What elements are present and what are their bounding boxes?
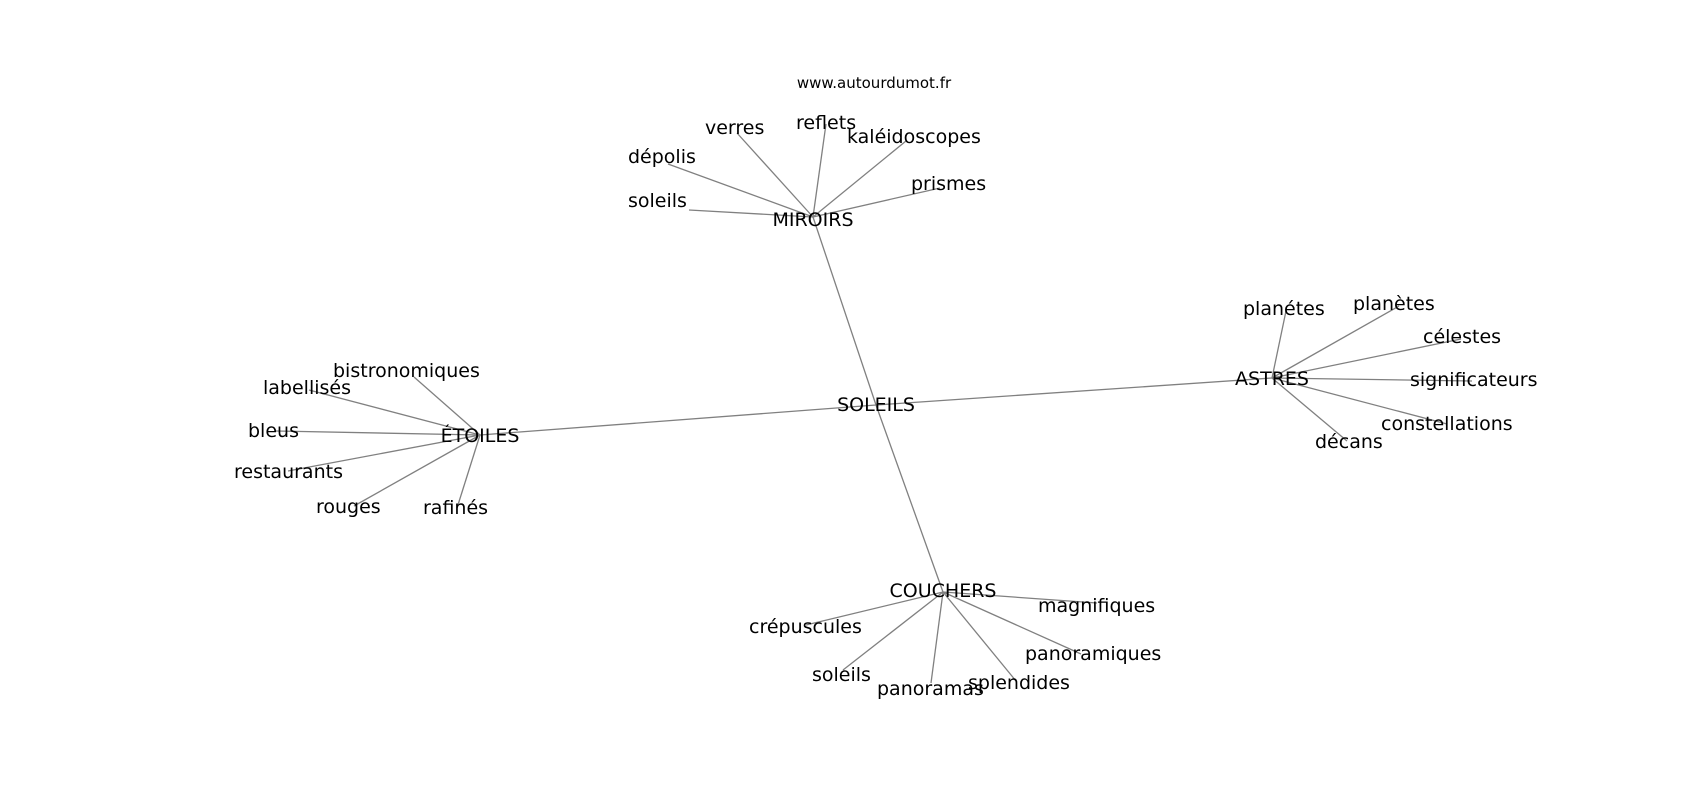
edge-couchers-leaf-2 — [842, 591, 944, 671]
leaf-node-etoiles-1: labellisés — [263, 377, 351, 399]
source-url: www.autourdumot.fr — [797, 74, 952, 92]
hub-node-couchers: COUCHERS — [890, 580, 997, 602]
edge-couchers-leaf-1 — [805, 591, 944, 626]
leaf-node-astres-0: planétes — [1243, 298, 1325, 320]
labels: www.autourdumot.fr SOLEILS soleils dépoli… — [234, 74, 1538, 700]
edge-center-etoiles — [479, 404, 877, 436]
leaf-node-astres-4: constellations — [1381, 413, 1513, 435]
hub-node-etoiles: ÉTOILES — [441, 424, 520, 447]
leaf-node-miroirs-1: dépolis — [628, 146, 696, 168]
edge-astres-leaf-1 — [1271, 305, 1400, 379]
edge-miroirs-leaf-1 — [667, 163, 814, 218]
leaf-node-astres-3: significateurs — [1410, 369, 1538, 391]
edge-miroirs-leaf-2 — [736, 132, 814, 218]
leaf-node-miroirs-5: prismes — [911, 173, 986, 195]
leaf-node-couchers-1: crépuscules — [749, 616, 862, 638]
edge-couchers-leaf-5 — [942, 591, 1082, 655]
leaf-node-couchers-5: panoramiques — [1025, 643, 1161, 665]
edge-center-miroirs — [812, 216, 877, 406]
leaf-node-etoiles-2: bleus — [248, 420, 299, 442]
hub-node-miroirs: MIROIRS — [772, 209, 853, 231]
edge-couchers-leaf-3 — [930, 591, 944, 684]
leaf-node-couchers-3: panoramas — [877, 678, 984, 700]
edge-miroirs-leaf-0 — [688, 209, 814, 218]
leaf-node-astres-2: célestes — [1423, 326, 1501, 348]
edge-etoiles-leaf-2 — [275, 430, 481, 436]
edge-couchers-leaf-4 — [942, 591, 1017, 682]
leaf-node-etoiles-0: bistronomiques — [333, 360, 480, 382]
leaf-node-miroirs-0: soleils — [628, 190, 687, 212]
edge-astres-leaf-2 — [1271, 338, 1462, 379]
hub-node-astres: ASTRES — [1235, 368, 1309, 390]
leaf-node-astres-5: décans — [1315, 431, 1383, 453]
leaf-node-miroirs-4: kaléidoscopes — [847, 126, 981, 148]
edge-miroirs-leaf-3 — [812, 123, 827, 218]
leaf-node-couchers-2: soleils — [812, 664, 871, 686]
leaf-node-etoiles-3: restaurants — [234, 461, 343, 483]
leaf-node-miroirs-2: verres — [705, 117, 764, 139]
leaf-node-etoiles-5: rafinés — [423, 497, 488, 519]
edge-astres-leaf-0 — [1271, 310, 1287, 379]
leaf-node-astres-1: planètes — [1353, 293, 1435, 315]
center-node: SOLEILS — [837, 394, 915, 416]
edge-etoiles-leaf-5 — [456, 434, 481, 509]
edge-etoiles-leaf-1 — [308, 389, 481, 436]
leaf-node-etoiles-4: rouges — [316, 496, 381, 518]
edge-center-astres — [875, 377, 1273, 406]
edge-center-couchers — [875, 404, 944, 593]
edge-astres-leaf-5 — [1271, 377, 1348, 442]
edge-couchers-leaf-0 — [942, 591, 1098, 604]
edge-astres-leaf-4 — [1271, 377, 1448, 425]
edge-astres-leaf-3 — [1271, 377, 1473, 382]
edges — [275, 123, 1473, 684]
edge-miroirs-leaf-4 — [812, 140, 907, 218]
edge-etoiles-leaf-0 — [413, 376, 481, 436]
edge-etoiles-leaf-4 — [353, 434, 481, 507]
edge-etoiles-leaf-3 — [287, 434, 481, 472]
leaf-node-miroirs-3: reflets — [796, 112, 856, 134]
leaf-node-couchers-0: magnifiques — [1038, 595, 1155, 617]
leaf-node-couchers-4: splendides — [968, 672, 1070, 694]
edge-miroirs-leaf-5 — [812, 187, 941, 218]
